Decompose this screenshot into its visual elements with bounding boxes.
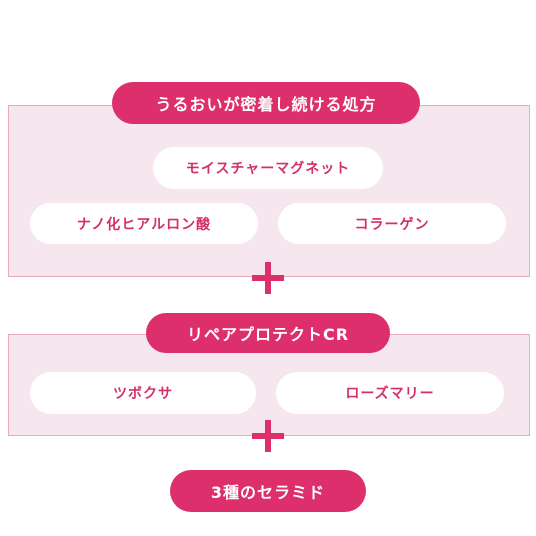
ingredient-chip-hyaluronic-acid: ナノ化ヒアルロン酸 [30, 203, 258, 244]
section-heading-repair-protect: リペアプロテクトCR [146, 313, 390, 353]
section-heading-moisture: うるおいが密着し続ける処方 [112, 82, 420, 124]
ingredient-chip-rosemary: ローズマリー [276, 372, 504, 414]
section-heading-ceramides: 3種のセラミド [170, 470, 366, 512]
ingredient-chip-moisture-magnet: モイスチャーマグネット [153, 147, 383, 189]
plus-icon [252, 420, 284, 452]
ingredient-chip-centella: ツボクサ [30, 372, 256, 414]
plus-icon [252, 262, 284, 294]
ingredient-chip-collagen: コラーゲン [278, 203, 506, 244]
ingredient-panel-moisture [8, 105, 530, 277]
